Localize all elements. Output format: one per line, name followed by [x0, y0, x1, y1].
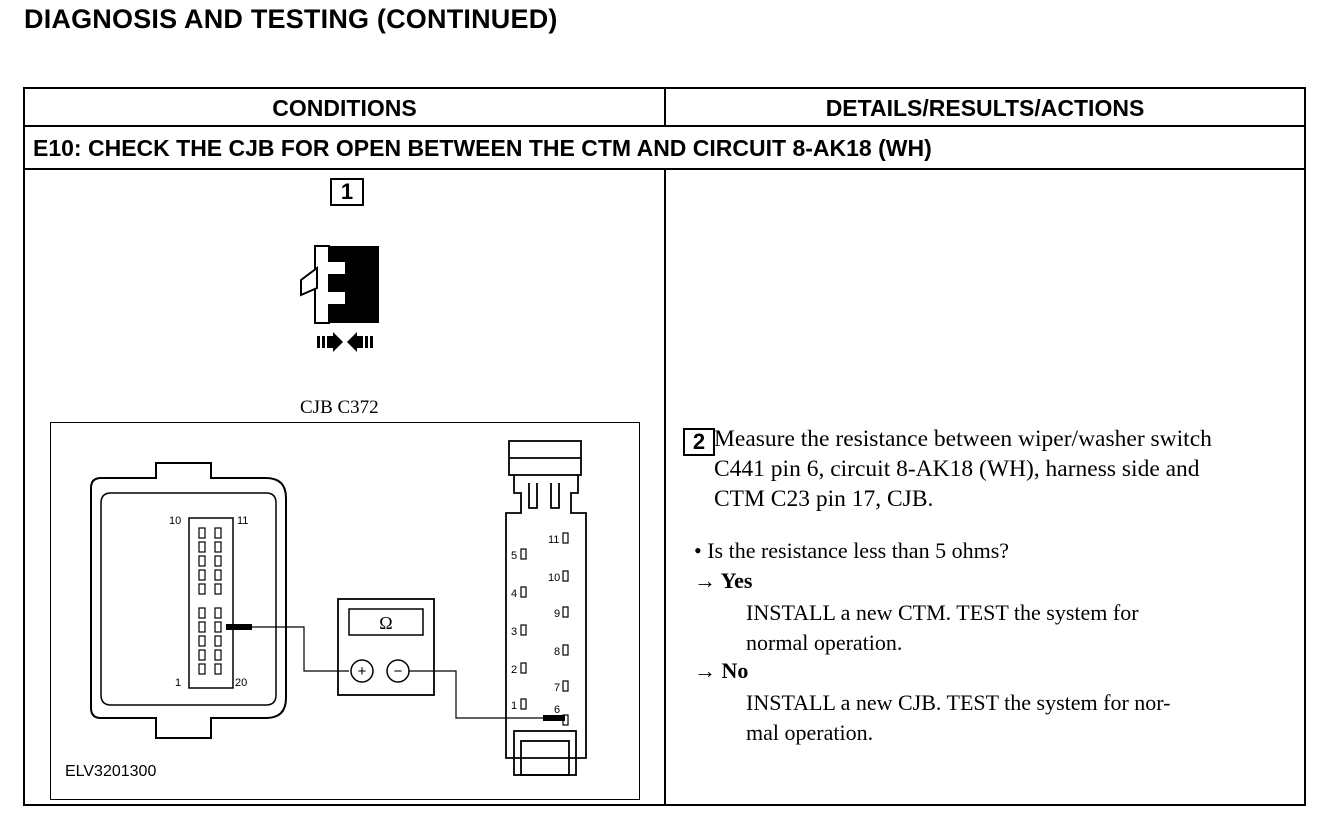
minus-sign: −	[394, 663, 403, 680]
measure-instruction: Measure the resistance between wiper/was…	[714, 424, 1299, 514]
switch-pins	[520, 532, 569, 726]
switch-pin-9: 9	[554, 608, 560, 620]
pin-column-right	[214, 527, 222, 675]
diagnostic-table: CONDITIONS DETAILS/RESULTS/ACTIONS E10: …	[23, 87, 1306, 806]
step-body-row: 1 CJB C372	[25, 170, 1304, 804]
switch-pin-6: 6	[554, 704, 560, 716]
callout-2: 2	[683, 428, 715, 456]
probe-tip-left	[226, 624, 252, 630]
ohm-symbol: Ω	[379, 613, 392, 633]
switch-pin-1: 1	[511, 700, 517, 712]
pin-label-20: 20	[235, 677, 247, 689]
action-yes: INSTALL a new CTM. TEST the system for n…	[746, 598, 1286, 658]
diagram-label: CJB C372	[300, 397, 379, 418]
conditions-cell: 1 CJB C372	[25, 170, 666, 804]
wiring-diagram-svg: 10 11 1 20 Ω + −	[90, 440, 587, 776]
switch-pin-3: 3	[511, 626, 517, 638]
probe-tip-right	[543, 715, 565, 721]
pin-label-1: 1	[175, 677, 181, 689]
action-line: INSTALL a new CTM. TEST the system for	[746, 600, 1139, 625]
page-title: DIAGNOSIS AND TESTING (CONTINUED)	[24, 4, 558, 34]
wiring-diagram: 10 11 1 20 Ω + −	[50, 422, 640, 800]
action-line: mal operation.	[746, 720, 874, 745]
switch-pin-4: 4	[511, 588, 517, 600]
table-header-row: CONDITIONS DETAILS/RESULTS/ACTIONS	[25, 89, 1304, 127]
switch-pin-5: 5	[511, 550, 517, 562]
ohmmeter-display	[348, 608, 424, 636]
disconnect-connector-icon	[300, 245, 379, 352]
plus-terminal	[350, 659, 374, 683]
switch-pin-8: 8	[554, 646, 560, 658]
pin-label-11: 11	[237, 515, 248, 527]
step-title: E10: CHECK THE CJB FOR OPEN BETWEEN THE …	[33, 135, 932, 161]
resistance-question: • Is the resistance less than 5 ohms?	[694, 538, 1010, 563]
column-header-conditions: CONDITIONS	[25, 89, 666, 125]
switch-pin-2: 2	[511, 664, 517, 676]
switch-pin-7: 7	[554, 682, 560, 694]
column-header-details: DETAILS/RESULTS/ACTIONS	[825, 95, 1145, 121]
measure-line: Measure the resistance between wiper/was…	[714, 426, 1212, 452]
pin-column-left	[198, 527, 206, 675]
wire-left	[252, 626, 349, 672]
action-line: INSTALL a new CJB. TEST the system for n…	[746, 690, 1171, 715]
action-no: INSTALL a new CJB. TEST the system for n…	[746, 688, 1286, 748]
figure-id: ELV3201300	[65, 763, 157, 780]
pin-label-10: 10	[169, 515, 181, 527]
plus-sign: +	[358, 663, 367, 680]
measure-line: CTM C23 pin 17, CJB.	[714, 486, 934, 512]
answer-no: → No	[694, 658, 749, 683]
details-cell: 2 Measure the resistance between wiper/w…	[666, 170, 1304, 804]
answer-yes: → Yes	[694, 568, 753, 593]
ohmmeter	[337, 598, 435, 696]
callout-1: 1	[330, 178, 364, 206]
step-title-row: E10: CHECK THE CJB FOR OPEN BETWEEN THE …	[25, 127, 1304, 170]
switch-pin-10: 10	[548, 572, 560, 584]
cjb-connector-body	[90, 462, 287, 739]
action-line: normal operation.	[746, 630, 903, 655]
switch-pin-11: 11	[548, 534, 559, 546]
pin-block	[188, 517, 234, 689]
switch-connector	[505, 440, 587, 776]
measure-line: C441 pin 6, circuit 8-AK18 (WH), harness…	[714, 456, 1200, 482]
